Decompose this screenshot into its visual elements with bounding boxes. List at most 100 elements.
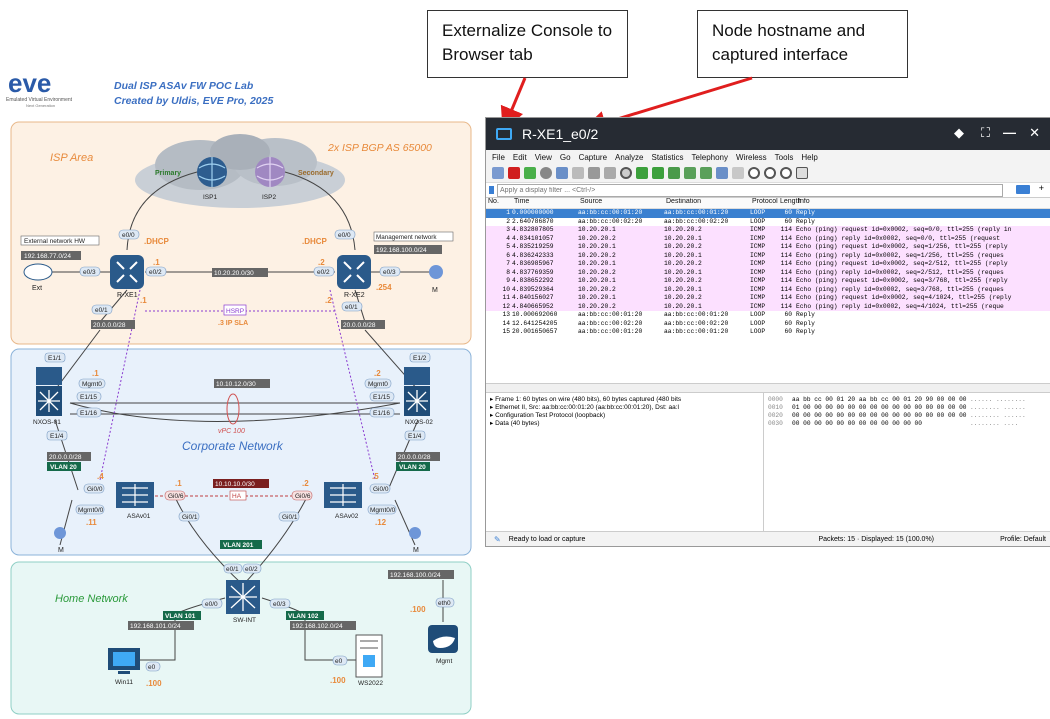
mgmt-node-icon[interactable] xyxy=(429,265,443,279)
ws2022-e0: e0 xyxy=(335,658,343,665)
theme-drop-icon[interactable]: ◆ xyxy=(954,125,964,140)
menu-item-edit[interactable]: Edit xyxy=(512,152,527,162)
open-file-icon[interactable] xyxy=(556,167,568,179)
detail-tree-item[interactable]: ▸ Ethernet II, Src: aa:bb:cc:00:01:20 (a… xyxy=(490,404,759,412)
packet-time: 4.840665952 xyxy=(512,302,554,310)
expand-arrow-icon[interactable]: ▸ xyxy=(490,404,496,411)
col-time[interactable]: Time xyxy=(514,198,530,205)
asa1-gi01: Gi0/1 xyxy=(182,514,198,521)
capture-options-icon[interactable] xyxy=(540,167,552,179)
reload-icon[interactable] xyxy=(604,167,616,179)
shark-fin-icon[interactable] xyxy=(492,167,504,179)
colorize-icon[interactable] xyxy=(732,167,744,179)
asav02-firewall-icon[interactable] xyxy=(324,482,362,508)
col-protocol[interactable]: Protocol xyxy=(752,198,778,205)
add-filter-icon[interactable]: + xyxy=(1038,183,1044,193)
sw-int-switch-icon[interactable] xyxy=(226,580,260,614)
expert-info-icon[interactable]: ✎ xyxy=(494,534,501,544)
col-info[interactable]: Info xyxy=(798,198,810,205)
menu-item-statistics[interactable]: Statistics xyxy=(651,152,684,162)
docker-mgmt-icon[interactable] xyxy=(428,625,458,653)
go-back-icon[interactable] xyxy=(636,167,648,179)
menu-item-capture[interactable]: Capture xyxy=(578,152,608,162)
restart-capture-icon[interactable] xyxy=(524,167,536,179)
menu-item-view[interactable]: View xyxy=(534,152,552,162)
stop-capture-icon[interactable] xyxy=(508,167,520,179)
apply-filter-icon[interactable] xyxy=(1016,185,1030,194)
r-xe1-router-icon[interactable] xyxy=(110,255,144,289)
zoom-out-icon[interactable] xyxy=(764,167,776,179)
menu-item-analyze[interactable]: Analyze xyxy=(615,152,644,162)
normal-size-icon[interactable] xyxy=(780,167,792,179)
menu-item-go[interactable]: Go xyxy=(559,152,571,162)
ws2022-server-icon[interactable] xyxy=(355,634,383,678)
zoom-in-icon[interactable] xyxy=(748,167,760,179)
menu-item-wireless[interactable]: Wireless xyxy=(736,152,767,162)
packet-src: aa:bb:cc:00:01:20 xyxy=(578,209,643,216)
find-packet-icon[interactable] xyxy=(620,167,632,179)
packet-src: aa:bb:cc:00:02:20 xyxy=(578,217,643,225)
horizontal-scrollbar[interactable] xyxy=(486,384,1050,393)
asa2-mgmt-node-icon[interactable] xyxy=(409,527,421,539)
col-source[interactable]: Source xyxy=(580,198,603,205)
packet-len: 114 xyxy=(780,251,792,259)
expand-arrow-icon[interactable]: ▸ xyxy=(490,420,496,427)
status-ready: Ready to load or capture xyxy=(508,535,586,543)
ext-cloud-icon[interactable] xyxy=(23,263,53,281)
resize-columns-icon[interactable] xyxy=(796,167,808,179)
autoscroll-icon[interactable] xyxy=(716,167,728,179)
externalize-console-icon[interactable] xyxy=(496,128,512,140)
display-filter-input[interactable] xyxy=(497,183,1003,197)
packet-src: 10.20.20.1 xyxy=(578,226,616,233)
last-packet-icon[interactable] xyxy=(700,167,712,179)
expand-arrow-icon[interactable]: ▸ xyxy=(490,396,496,403)
status-profile[interactable]: Profile: Default xyxy=(1000,535,1046,543)
bookmark-icon[interactable] xyxy=(489,186,494,194)
asav01-firewall-icon[interactable] xyxy=(116,482,154,508)
col-destination[interactable]: Destination xyxy=(666,198,702,205)
window-titlebar[interactable]: R-XE1_e0/2 ◆ ⛶ — ✕ xyxy=(486,118,1050,150)
menu-item-telephony[interactable]: Telephony xyxy=(691,152,728,162)
go-to-packet-icon[interactable] xyxy=(668,167,680,179)
close-file-icon[interactable] xyxy=(588,167,600,179)
nxos-02-switch-icon[interactable] xyxy=(404,367,430,416)
first-packet-icon[interactable] xyxy=(684,167,696,179)
minimize-icon[interactable]: — xyxy=(1003,125,1016,140)
asa1-mgmt-node-icon[interactable] xyxy=(54,527,66,539)
col-length[interactable]: Length xyxy=(780,198,802,205)
go-forward-icon[interactable] xyxy=(652,167,664,179)
detail-tree-item[interactable]: ▸ Frame 1: 60 bytes on wire (480 bits), … xyxy=(490,396,759,404)
win11-pc-icon[interactable] xyxy=(108,648,140,674)
fullscreen-icon[interactable]: ⛶ xyxy=(980,125,990,140)
detail-tree-item[interactable]: ▸ Data (40 bytes) xyxy=(490,420,759,428)
close-icon[interactable]: ✕ xyxy=(1029,125,1040,140)
col-no[interactable]: No. xyxy=(488,198,499,205)
menu-item-tools[interactable]: Tools xyxy=(774,152,794,162)
menu-item-help[interactable]: Help xyxy=(801,152,818,162)
detail-tree-item[interactable]: ▸ Configuration Test Protocol (loopback) xyxy=(490,412,759,420)
nxos-01-switch-icon[interactable] xyxy=(36,367,62,416)
menu-item-file[interactable]: File xyxy=(492,152,505,162)
save-file-icon[interactable] xyxy=(572,167,584,179)
r-xe2-router-icon[interactable] xyxy=(337,255,371,289)
expand-arrow-icon[interactable]: ▸ xyxy=(490,412,496,419)
